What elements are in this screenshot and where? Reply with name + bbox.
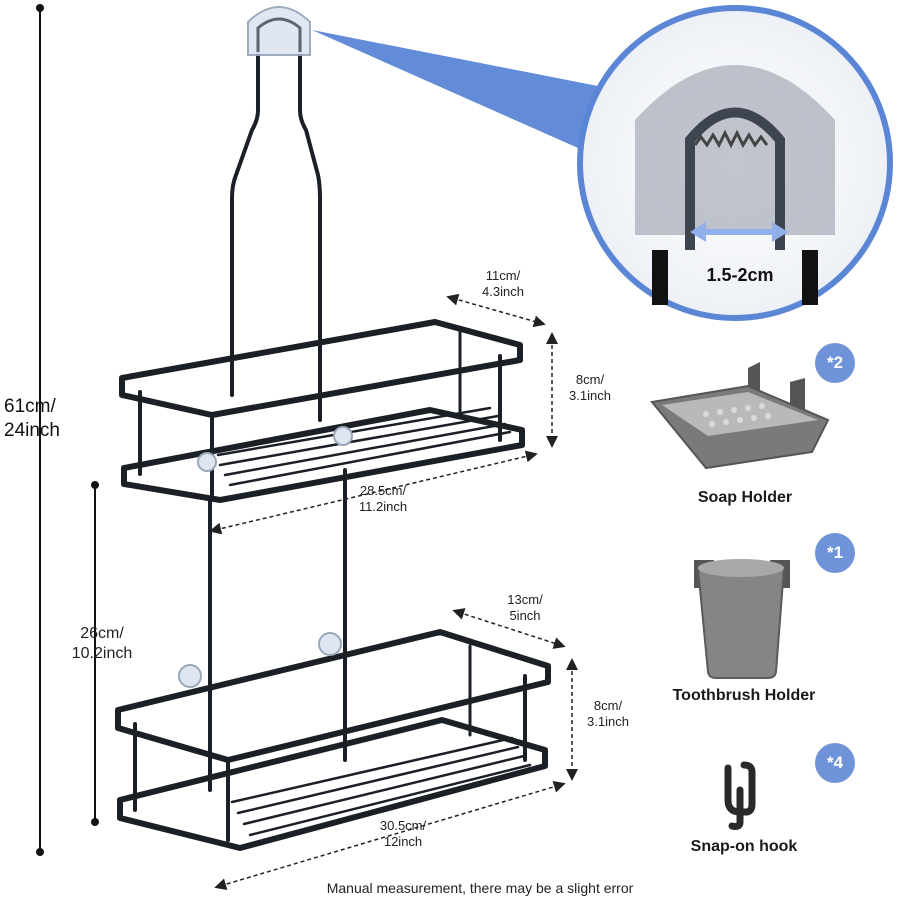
bottom-basket-height-label: 8cm/ 3.1inch [578, 698, 638, 731]
soap-holder-label: Soap Holder [697, 489, 793, 506]
snap-hook-icon [724, 761, 756, 830]
soap-holder-qty-badge: *2 [815, 343, 855, 383]
bottom-depth-inch: 5inch [509, 608, 541, 624]
bottom-height-inch: 3.1inch [587, 714, 629, 730]
zoom-callout-beam [312, 30, 608, 148]
bottom-width-inch: 12inch [383, 834, 423, 850]
top-width-inch: 11.2inch [358, 499, 408, 515]
gap-height-inch: 10.2inch [71, 645, 133, 662]
toothbrush-holder-icon [694, 559, 790, 679]
bottom-depth-cm: 13cm/ [507, 592, 543, 607]
dimension-arrows [209, 293, 578, 891]
top-width-cm: 28.5cm/ [359, 483, 407, 498]
top-basket-width-label: 28.5cm/ 11.2inch [338, 483, 428, 516]
bottom-width-cm: 30.5cm/ [379, 818, 427, 833]
hook-gap-label: 1.5-2cm [706, 265, 774, 285]
overall-height-label: 61cm/ 24inch [4, 395, 76, 443]
hanger-frame [208, 38, 347, 792]
hook-cap [247, 6, 311, 56]
overall-height-inch: 24inch [4, 419, 60, 441]
hook-zoom-circle [577, 5, 893, 321]
measurement-disclaimer: Manual measurement, there may be a sligh… [326, 880, 634, 896]
soap-holder-icon [650, 362, 830, 470]
bottom-basket [115, 629, 551, 851]
top-depth-inch: 4.3inch [482, 284, 524, 300]
overall-height-cm: 61cm/ [4, 396, 56, 417]
top-basket-depth-label: 11cm/ 4.3inch [458, 268, 548, 301]
bottom-basket-width-label: 30.5cm/ 12inch [358, 818, 448, 851]
toothbrush-holder-label: Toothbrush Holder [672, 687, 816, 704]
toothbrush-holder-qty-badge: *1 [815, 533, 855, 573]
top-basket-height-label: 8cm/ 3.1inch [560, 372, 620, 405]
gap-height-cm: 26cm/ [80, 625, 124, 642]
overall-height-line [36, 4, 44, 856]
top-height-inch: 3.1inch [569, 388, 611, 404]
snap-hook-label: Snap-on hook [690, 838, 798, 855]
bottom-basket-depth-label: 13cm/ 5inch [480, 592, 570, 625]
snap-hook-qty-badge: *4 [815, 743, 855, 783]
bottom-height-cm: 8cm/ [593, 698, 623, 713]
top-height-cm: 8cm/ [575, 372, 605, 387]
gap-height-label: 26cm/ 10.2inch [52, 624, 152, 664]
gap-height-line [91, 481, 99, 826]
top-depth-cm: 11cm/ [485, 268, 521, 283]
